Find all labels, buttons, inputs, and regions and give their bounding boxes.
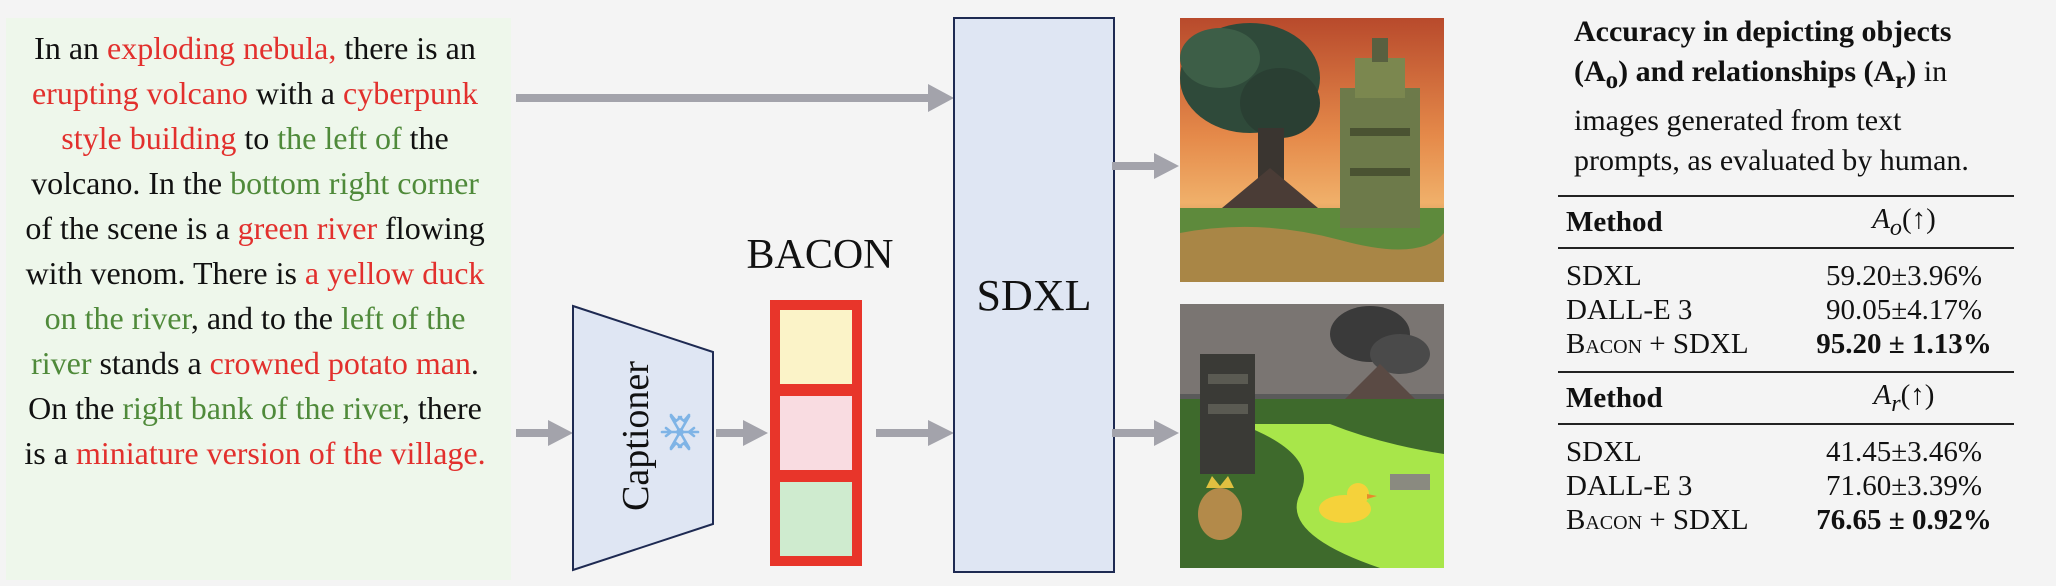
prompt-plain-text: , and to the	[190, 300, 341, 336]
prompt-plain-text: , there is a	[24, 390, 482, 471]
row-method: Bacon + SDXL	[1566, 327, 1749, 360]
prompt-object-phrase: cyberpunk style building	[61, 75, 479, 156]
prompt-object-phrase: erupting volcano	[31, 75, 248, 111]
row-value: 71.60±3.39%	[1825, 469, 1983, 502]
header-method: Method	[1558, 195, 1794, 248]
prompt-relation-phrase: on the river	[44, 300, 191, 336]
prompt-plain-text: In an	[34, 30, 108, 66]
bacon-cell-1	[780, 310, 852, 384]
row-method: DALL-E 3	[1566, 469, 1693, 502]
arrow-captioner-to-bacon	[716, 420, 768, 446]
header-metric-ar: Ar(↑)	[1794, 371, 2014, 424]
results-panel: Accuracy in depicting objects (Ao) and r…	[1558, 12, 2014, 537]
prompt-relation-phrase: the left of	[277, 120, 402, 156]
arrow-prompt-to-sdxl	[516, 84, 954, 112]
row-value: 90.05±4.17%	[1825, 293, 1983, 326]
prompt-object-phrase: a yellow duck	[304, 255, 485, 291]
caption-bold-3: ) and relationships (A	[1618, 55, 1896, 88]
table-header-row: Method Ar(↑)	[1558, 371, 2014, 424]
bacon-cell-2	[780, 396, 852, 470]
caption-bold-1: Accuracy in depicting objects	[1574, 15, 1952, 48]
caption-bold-2: (A	[1574, 55, 1606, 88]
prompt-object-phrase: miniature version of the village.	[75, 435, 486, 471]
row-value: 76.65 ± 0.92%	[1816, 503, 1992, 536]
caption-normal: in images generated from text prompts, a…	[1574, 55, 1969, 177]
prompt-object-phrase: green river	[237, 210, 378, 246]
prompt-plain-text: flowing with venom. There is	[25, 210, 485, 291]
prompt-plain-text: with a	[247, 75, 343, 111]
prompt-plain-text: stands a	[91, 345, 210, 381]
prompt-relation-phrase: left of the river	[31, 300, 466, 381]
sdxl-block: SDXL	[953, 17, 1115, 573]
table-row: Bacon + SDXL 95.20 ± 1.13%	[1558, 327, 2014, 361]
row-method: SDXL	[1566, 259, 1642, 292]
caption-sub-o: o	[1605, 67, 1619, 94]
row-value: 41.45±3.46%	[1825, 435, 1983, 468]
bacon-structure	[770, 300, 862, 566]
prompt-relation-phrase: right bank of the river	[122, 390, 402, 426]
header-method: Method	[1558, 371, 1794, 424]
row-value: 59.20±3.96%	[1825, 259, 1983, 292]
bacon-label: BACON	[746, 232, 893, 278]
bacon-cell-3	[780, 482, 852, 556]
generated-image-1	[1180, 18, 1444, 282]
prompt-plain-text: there is an	[336, 30, 476, 66]
table-row: DALL-E 3 71.60±3.39%	[1558, 469, 2014, 503]
table-row: DALL-E 3 90.05±4.17%	[1558, 293, 2014, 327]
table-row: Bacon + SDXL 76.65 ± 0.92%	[1558, 503, 2014, 537]
arrow-sdxl-to-image-1	[1112, 153, 1179, 179]
arrow-prompt-to-captioner	[516, 420, 573, 446]
row-method: SDXL	[1566, 435, 1642, 468]
results-table: Method Ao(↑) SDXL 59.20±3.96% DALL-E 3 9…	[1558, 195, 2014, 537]
header-metric-ao: Ao(↑)	[1794, 195, 2014, 248]
table-row: SDXL 59.20±3.96%	[1558, 259, 2014, 293]
prompt-panel	[6, 18, 511, 580]
prompt-plain-text: to	[236, 120, 278, 156]
generated-image-2	[1180, 304, 1444, 568]
row-method: Bacon + SDXL	[1566, 503, 1749, 536]
prompt-relation-phrase: bottom right corner	[230, 165, 479, 201]
arrow-bacon-to-sdxl	[876, 420, 954, 446]
row-method: DALL-E 3	[1566, 293, 1693, 326]
caption-bold-4: )	[1906, 55, 1917, 88]
captioner-block: Captioner	[572, 304, 714, 572]
prompt-object-phrase: exploding nebula,	[107, 30, 337, 66]
prompt-text: In an exploding nebula, there is an erup…	[16, 26, 494, 476]
snowflake-icon	[660, 413, 700, 451]
prompt-plain-text: the volcano. In the	[31, 120, 449, 201]
table-row: SDXL 41.45±3.46%	[1558, 435, 2014, 469]
caption-sub-r: r	[1895, 67, 1907, 94]
table-header-row: Method Ao(↑)	[1558, 195, 2014, 248]
row-value: 95.20 ± 1.13%	[1816, 327, 1992, 360]
sdxl-label: SDXL	[977, 271, 1092, 320]
table-caption: Accuracy in depicting objects (Ao) and r…	[1558, 12, 2014, 181]
prompt-plain-text: . On the	[28, 345, 479, 426]
captioner-label: Captioner	[615, 361, 657, 511]
prompt-plain-text: of the scene is a	[25, 210, 238, 246]
prompt-object-phrase: crowned potato man	[209, 345, 471, 381]
arrow-sdxl-to-image-2	[1112, 420, 1179, 446]
